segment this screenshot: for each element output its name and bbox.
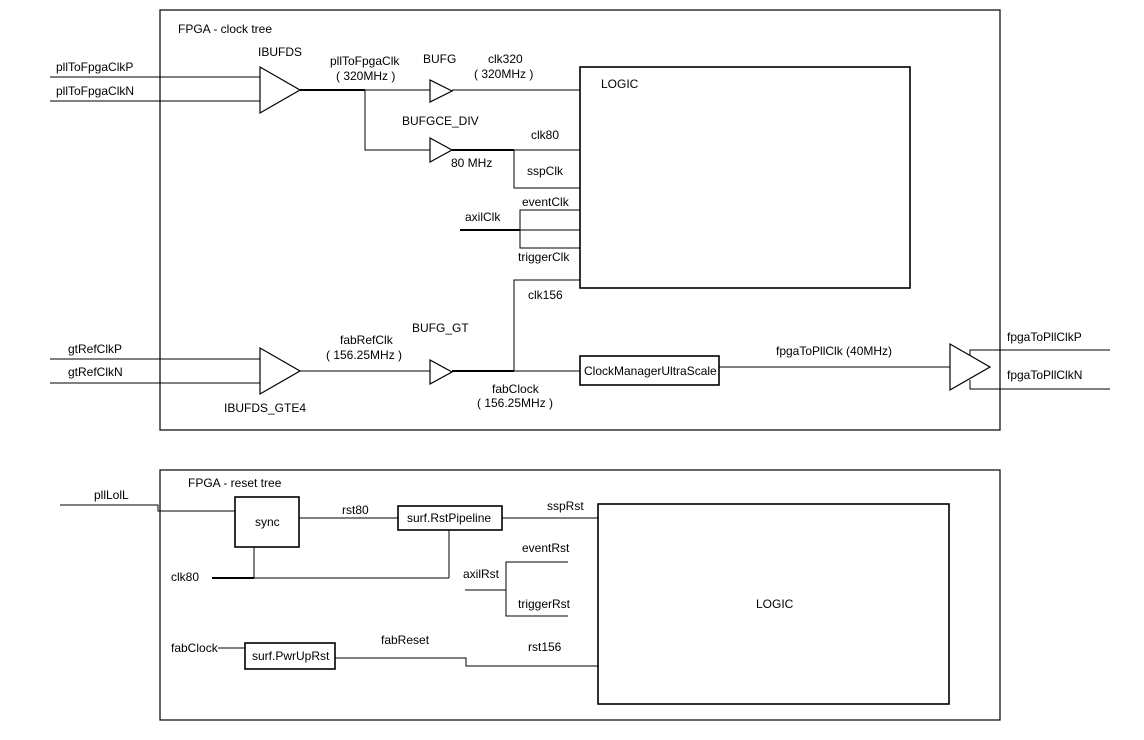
- fab-clock-label: fabClock: [492, 382, 540, 396]
- ibufds-gte4-buffer: [259, 346, 302, 396]
- bufg-buffer: [429, 79, 454, 103]
- output-pll-n-label: fpgaToPllClkN: [1007, 368, 1082, 382]
- clk80-label: clk80: [531, 128, 559, 142]
- bufg-gt-buffer: [429, 358, 454, 386]
- input-gt-p-label: gtRefClkP: [68, 342, 122, 356]
- pll-to-fpga-clk-freq: ( 320MHz ): [336, 69, 395, 83]
- sync-label: sync: [255, 515, 280, 529]
- reset-logic-label: LOGIC: [756, 597, 794, 611]
- fpga-to-pll-clk-label: fpgaToPllClk (40MHz): [776, 344, 892, 358]
- ssp-clk-label: sspClk: [527, 164, 564, 178]
- event-clk-label: eventClk: [522, 195, 570, 209]
- ibufds-buffer: [259, 65, 302, 115]
- ibufds-label: IBUFDS: [258, 45, 302, 59]
- fab-clock-freq: ( 156.25MHz ): [477, 396, 553, 410]
- pwr-up-rst-label: surf.PwrUpRst: [252, 649, 330, 663]
- clock-manager-label: ClockManagerUltraScale: [584, 364, 717, 378]
- fab-ref-clk-freq: ( 156.25MHz ): [326, 348, 402, 362]
- ssp-rst-label: sspRst: [547, 499, 584, 513]
- fab-reset-label: fabReset: [381, 633, 430, 647]
- clk80-input-label: clk80: [171, 570, 199, 584]
- trigger-rst-label: triggerRst: [518, 597, 571, 611]
- clock-manager-block: [579, 355, 720, 386]
- pll-lol-label: pllLolL: [94, 488, 129, 502]
- event-rst-label: eventRst: [522, 541, 570, 555]
- clk320-freq: ( 320MHz ): [474, 67, 533, 81]
- axil-rst-label: axilRst: [463, 567, 500, 581]
- trigger-clk-label: triggerClk: [518, 250, 570, 264]
- bufg-gt-label: BUFG_GT: [412, 321, 469, 335]
- reset-tree-section: FPGA - reset tree pllLolL sync rst80 sur…: [60, 469, 1001, 721]
- pll-to-fpga-clk-label: pllToFpgaClk: [330, 54, 400, 68]
- reset-logic-block: [597, 503, 950, 705]
- clock-tree-title: FPGA - clock tree: [178, 22, 272, 36]
- ibufds-gte4-label: IBUFDS_GTE4: [224, 401, 306, 415]
- output-buffer: [949, 342, 992, 392]
- reset-tree-title: FPGA - reset tree: [188, 476, 282, 490]
- clock-logic-block: [579, 66, 911, 289]
- clock-logic-label: LOGIC: [601, 77, 639, 91]
- rst-pipeline-label: surf.RstPipeline: [407, 511, 491, 525]
- clk156-label: clk156: [528, 288, 563, 302]
- clock-tree-section: FPGA - clock tree pllToFpgaClkP pllToFpg…: [50, 9, 1110, 431]
- axil-clk-label: axilClk: [465, 210, 501, 224]
- output-pll-p-label: fpgaToPllClkP: [1007, 330, 1082, 344]
- rst156-label: rst156: [528, 640, 562, 654]
- clk320-label: clk320: [488, 52, 523, 66]
- bufg-label: BUFG: [423, 52, 456, 66]
- input-gt-n-label: gtRefClkN: [68, 365, 123, 379]
- input-pll-p-label: pllToFpgaClkP: [56, 60, 133, 74]
- sync-block: [234, 496, 300, 548]
- bufgce-div-buffer: [429, 136, 454, 164]
- input-pll-n-label: pllToFpgaClkN: [56, 84, 134, 98]
- fab-clock-input-label: fabClock: [171, 641, 219, 655]
- rst80-label: rst80: [342, 503, 369, 517]
- fab-ref-clk-label: fabRefClk: [340, 333, 394, 347]
- rst-pipeline-block: [397, 505, 503, 531]
- pwr-up-rst-block: [244, 642, 336, 670]
- bufgce-div-label: BUFGCE_DIV: [402, 114, 479, 128]
- mhz80-label: 80 MHz: [451, 156, 492, 170]
